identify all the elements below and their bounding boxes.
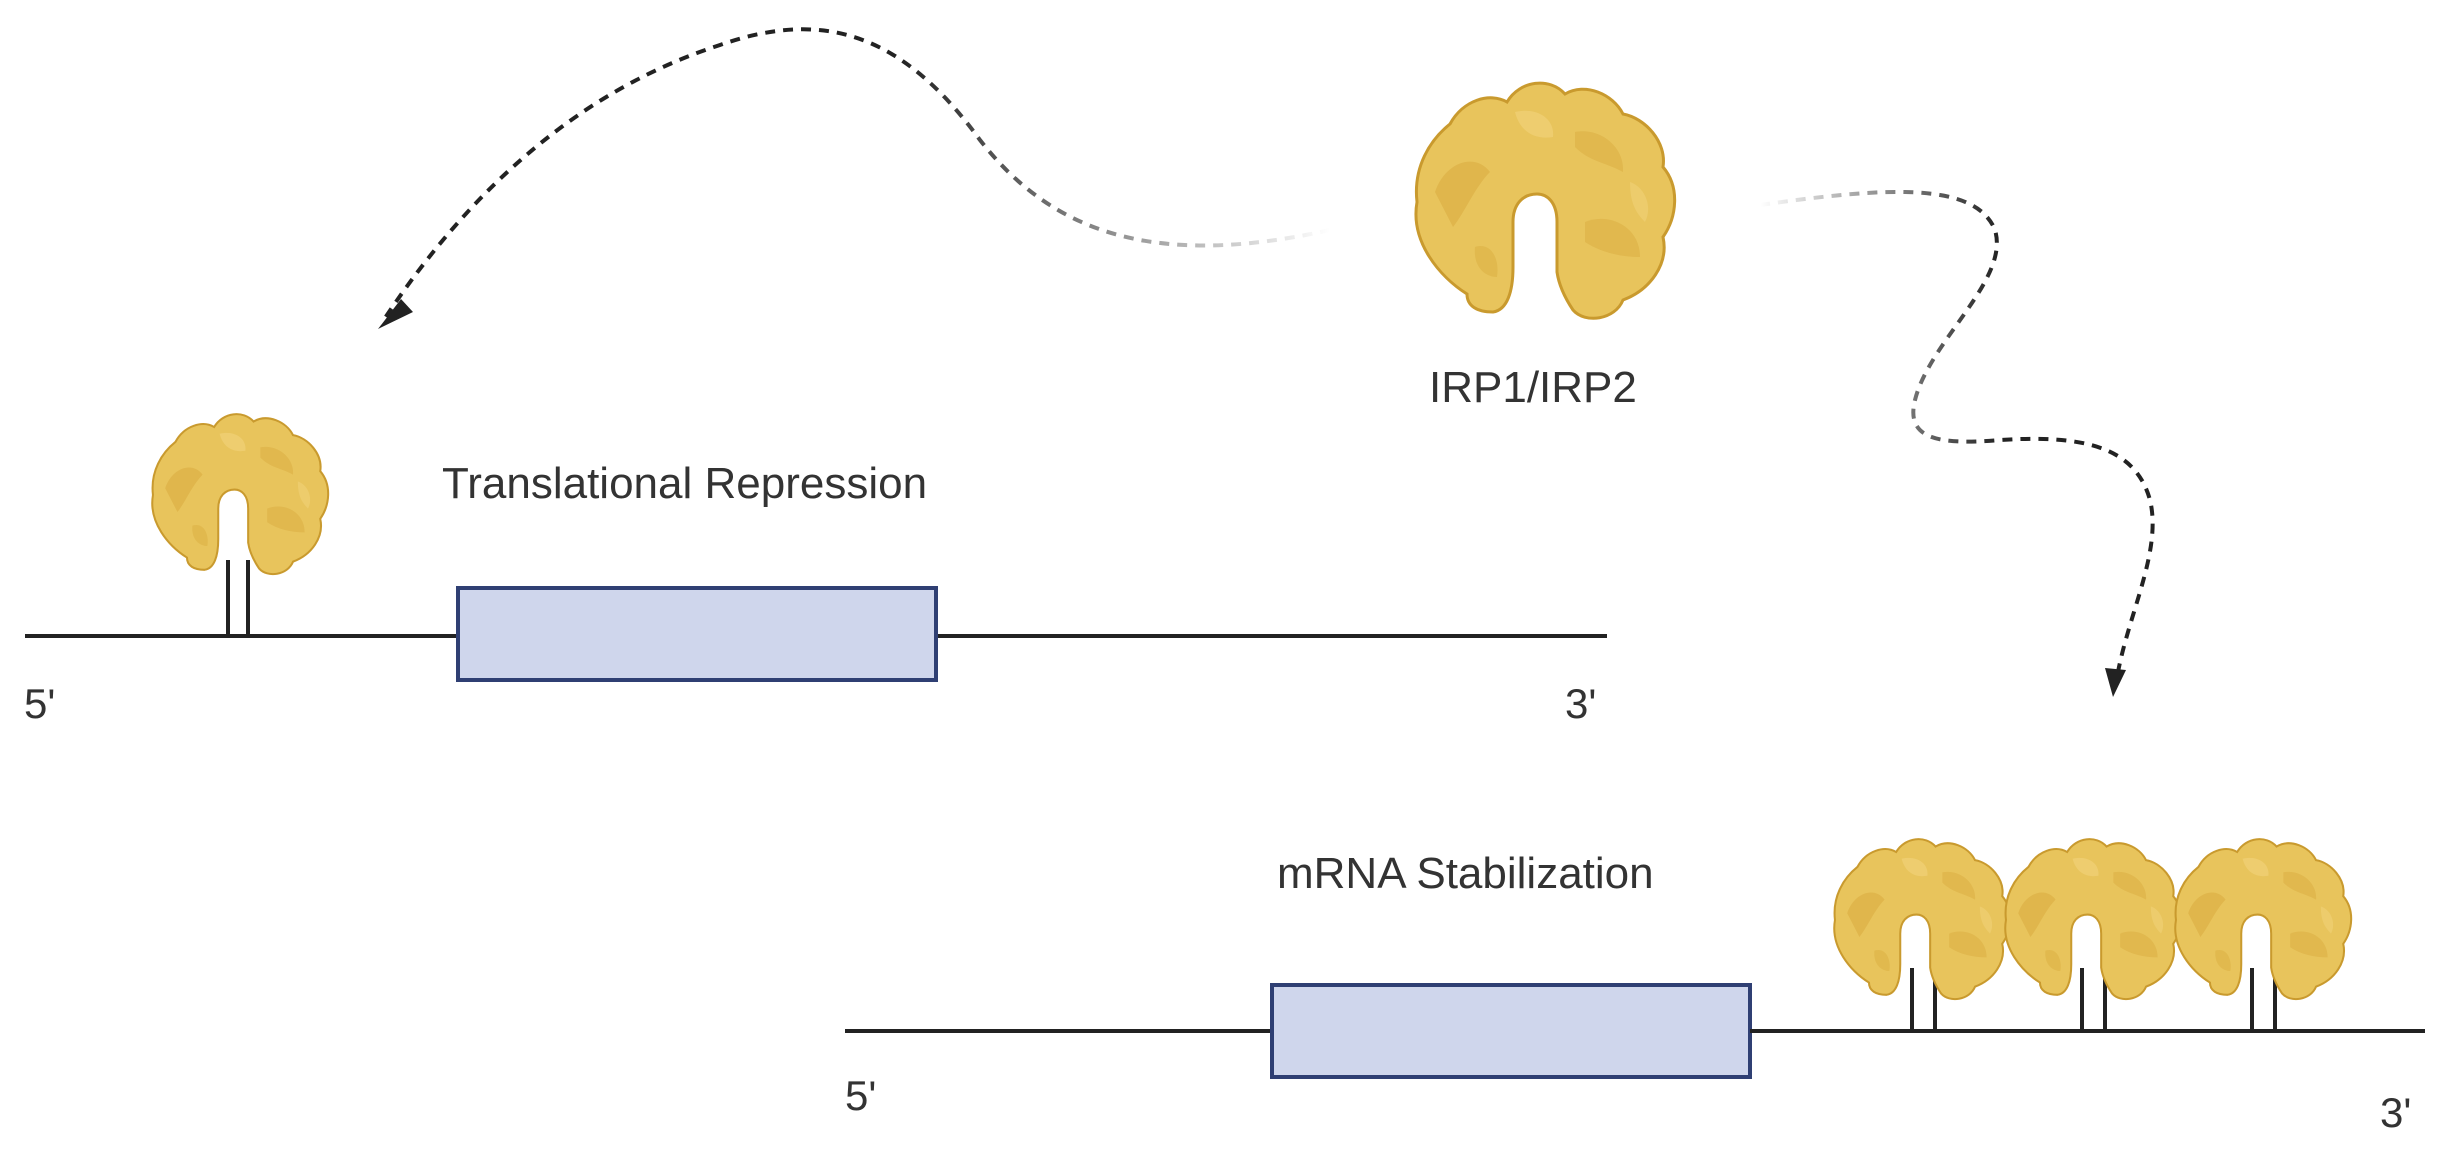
bottom-irp-protein-icon-3	[2174, 838, 2353, 1001]
bottom-mrna	[845, 838, 2425, 1079]
arrow-to-translational-repression	[378, 27, 1331, 329]
top-five-prime-label: 5'	[24, 680, 56, 727]
free-irp-protein-icon	[1414, 81, 1677, 320]
translational-repression-label: Translational Repression	[442, 459, 928, 508]
bottom-irp-protein-icon-2	[2004, 838, 2183, 1001]
bottom-cds-box	[1270, 983, 1752, 1079]
top-mrna	[25, 413, 1607, 682]
top-cds-box	[456, 586, 938, 682]
arrowhead-icon	[2105, 668, 2126, 697]
arrow-to-mrna-stabilization	[1759, 189, 2155, 697]
arrowhead-icon	[378, 299, 413, 329]
bottom-ire-stem-loops	[1750, 968, 2425, 1033]
top-three-prime-label: 3'	[1565, 680, 1597, 727]
bottom-three-prime-label: 3'	[2380, 1089, 2412, 1136]
bottom-five-prime-label: 5'	[845, 1072, 877, 1119]
top-ire-stem-loop	[226, 560, 250, 636]
right-dashed-arrow-path	[1759, 189, 2155, 673]
top-irp-protein-icon	[151, 413, 330, 576]
left-dashed-arrow-path	[383, 27, 1331, 320]
bottom-irp-protein-icon-1	[1833, 838, 2012, 1001]
mrna-stabilization-label: mRNA Stabilization	[1277, 849, 1654, 898]
protein-label: IRP1/IRP2	[1429, 363, 1637, 412]
